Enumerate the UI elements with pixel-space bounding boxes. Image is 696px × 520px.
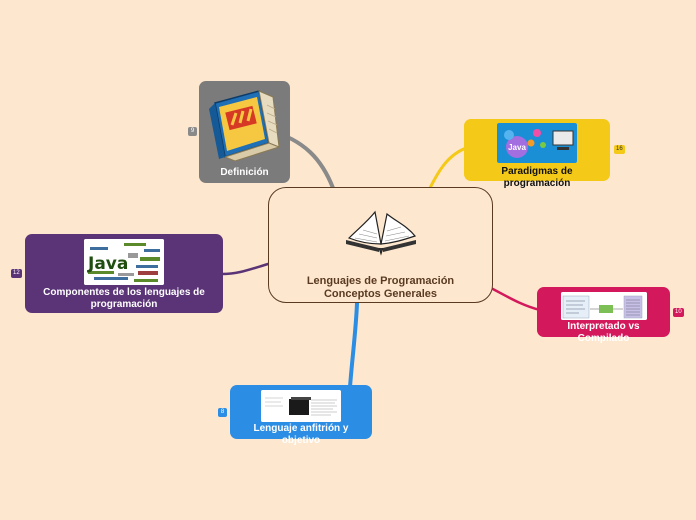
java-word-cloud-icon: Java (84, 239, 164, 285)
book-icon (209, 90, 281, 161)
link-interpretado (485, 284, 542, 312)
programming-languages-icon: Java (497, 123, 577, 163)
thumb-java-cloud-text: Java (87, 254, 128, 274)
link-lenguaje (348, 301, 359, 389)
topic-paradigmas-count: 16 (614, 145, 625, 154)
compilation-diagram-icon (561, 292, 647, 320)
link-componentes (220, 262, 270, 276)
host-target-diagram-icon (261, 390, 341, 422)
topic-interpretado-count: 10 (673, 308, 684, 317)
topic-lenguaje[interactable]: Lenguaje anfitrión y objetivo (230, 385, 372, 446)
central-title-line1: Lenguajes de Programación (306, 275, 455, 287)
topic-paradigmas-label: Paradigmas de programación (501, 166, 573, 189)
topic-lenguaje-count: 8 (218, 408, 227, 417)
topic-definicion-count: 9 (188, 127, 197, 136)
central-title: Lenguajes de Programación Conceptos Gene… (273, 275, 488, 301)
topic-interpretado[interactable]: Interpretado vs Compilado (537, 287, 670, 344)
topic-componentes[interactable]: Java Componentes de los lenguajes de pro… (25, 234, 223, 313)
thumb-java-text: Java (508, 143, 526, 152)
topic-componentes-label: Componentes de los lenguajes de programa… (43, 287, 205, 310)
central-title-line2: Conceptos Generales (323, 288, 438, 300)
topic-interpretado-label: Interpretado vs Compilado (567, 321, 640, 344)
open-book-icon (346, 210, 417, 256)
topic-lenguaje-label: Lenguaje anfitrión y objetivo (253, 423, 349, 446)
topic-definicion-label: Definición (220, 167, 269, 178)
topic-definicion[interactable]: Definición (199, 81, 290, 183)
topic-paradigmas[interactable]: Java Paradigmas de programación (464, 119, 610, 189)
central-topic[interactable]: Lenguajes de Programación Conceptos Gene… (268, 187, 493, 303)
topic-componentes-count: 12 (11, 269, 22, 278)
